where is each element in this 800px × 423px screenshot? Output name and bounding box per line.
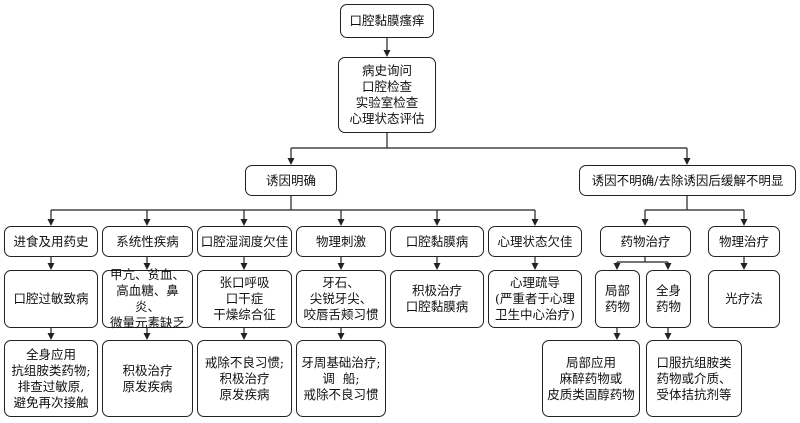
cause-poor-mental-state: 心理状态欠佳 <box>488 226 582 257</box>
management-habits-primary: 戒除不良习惯; 积极治疗 原发疾病 <box>197 340 292 417</box>
cause-mech-3-arrow <box>337 263 345 270</box>
cause-mech-4-arrow <box>433 263 441 270</box>
to-photo-arrow <box>740 263 748 270</box>
to-cause-0-arrow <box>47 219 55 226</box>
to-cause-5-arrow <box>531 219 539 226</box>
systemic-detail-arrow <box>664 333 672 340</box>
to-cause-4-arrow <box>433 219 441 226</box>
cause-diet-drug-history: 进食及用药史 <box>4 226 98 257</box>
mechanism-mucosal-treatment: 积极治疗 口腔黏膜病 <box>390 270 484 328</box>
unknown-cause-node: 诱因不明确/去除诱因后缓解不明显 <box>579 165 796 196</box>
to-drug-arrow <box>641 219 649 226</box>
mechanism-psych-counseling: 心理疏导 (严重者于心理 卫生中心治疗) <box>488 270 582 328</box>
mech-mgmt-1-arrow <box>143 333 151 340</box>
root-to-exam-arrow <box>383 50 391 57</box>
management-antihistamine: 全身应用 抗组胺类药物; 排查过敏原, 避免再次接触 <box>4 340 98 417</box>
to-unknown-arrow <box>683 158 691 165</box>
cause-mucosal-disease: 口腔黏膜病 <box>390 226 484 257</box>
systemic-drug-detail: 口服抗组胺类 药物或介质、 受体拮抗剂等 <box>646 340 742 417</box>
mechanism-allergy: 口腔过敏致病 <box>4 270 98 328</box>
mechanism-irritation: 牙石、 尖锐牙尖、 咬唇舌颊习惯 <box>296 270 386 328</box>
to-physical-arrow <box>740 219 748 226</box>
cause-systemic-disease: 系统性疾病 <box>102 226 193 257</box>
management-treat-primary: 积极治疗 原发疾病 <box>102 340 193 417</box>
cause-physical-irritation: 物理刺激 <box>296 226 386 257</box>
cause-mech-1-arrow <box>143 263 151 270</box>
cause-mech-2-arrow <box>240 263 248 270</box>
known-cause-node: 诱因明确 <box>245 165 337 196</box>
local-drug-detail: 局部应用 麻醉药物或 皮质类固醇药物 <box>542 340 640 417</box>
local-drug-node: 局部 药物 <box>595 270 640 328</box>
mechanism-systemic: 甲亢、贫血、 高血糖、鼻炎、 微量元素缺乏 <box>102 267 193 330</box>
mechanism-dryness: 张口呼吸 口干症 干燥综合征 <box>197 270 292 328</box>
to-local-arrow <box>613 263 621 270</box>
examination-node: 病史询问 口腔检查 实验室检查 心理状态评估 <box>338 57 436 133</box>
mech-mgmt-2-arrow <box>240 333 248 340</box>
cause-mech-5-arrow <box>531 263 539 270</box>
mech-mgmt-0-arrow <box>47 333 55 340</box>
to-known-arrow <box>287 158 295 165</box>
physical-therapy-node: 物理治疗 <box>708 226 780 257</box>
systemic-drug-node: 全身 药物 <box>646 270 691 328</box>
to-cause-3-arrow <box>337 219 345 226</box>
local-detail-arrow <box>613 333 621 340</box>
cause-mech-0-arrow <box>47 263 55 270</box>
management-periodontal: 牙周基础治疗; 调 船; 戒除不良习惯 <box>296 340 386 417</box>
phototherapy-node: 光疗法 <box>708 270 780 328</box>
root-node: 口腔黏膜瘙痒 <box>340 4 434 38</box>
to-systemic-arrow <box>664 263 672 270</box>
mech-mgmt-3-arrow <box>337 333 345 340</box>
to-cause-1-arrow <box>143 219 151 226</box>
to-cause-2-arrow <box>240 219 248 226</box>
drug-therapy-node: 药物治疗 <box>600 226 691 257</box>
cause-poor-moisture: 口腔湿润度欠佳 <box>197 226 292 257</box>
